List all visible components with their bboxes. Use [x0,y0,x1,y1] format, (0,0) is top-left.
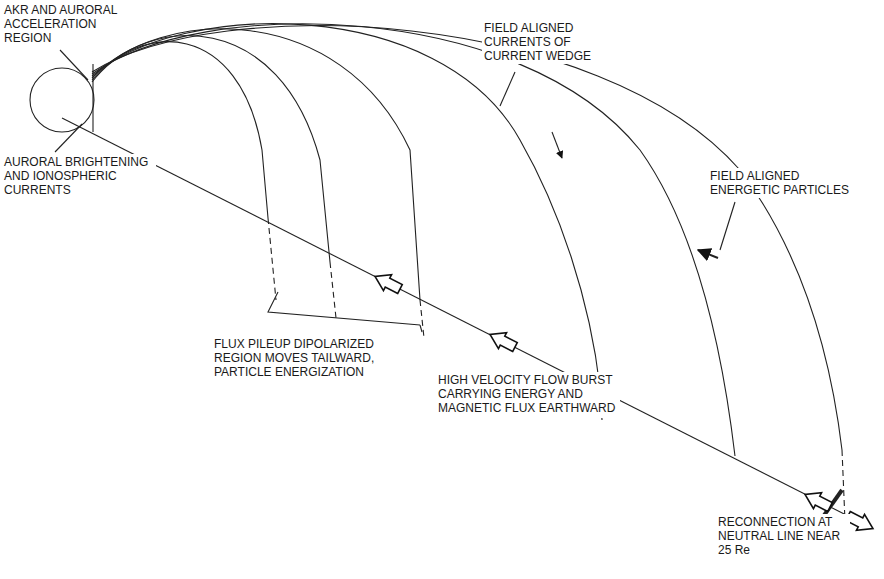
callout-label: HIGH VELOCITY FLOW BURST CARRYING ENERGY… [436,372,620,416]
callout-label: AKR AND AURORAL ACCELERATION REGION [2,2,134,46]
callout-label: FLUX PILEUP DIPOLARIZED REGION MOVES TAI… [212,336,388,380]
bracket-line [268,292,420,325]
dashed-field-lines [268,218,846,545]
current-arrow [552,132,562,158]
bracket-line [420,325,422,332]
callout-label: FIELD ALIGNED ENERGETIC PARTICLES [708,168,862,198]
leader-line [500,72,515,106]
leader-line [55,124,82,152]
callout-label: RECONNECTION AT NEUTRAL LINE NEAR 25 Re [716,514,850,558]
field-line [92,24,735,456]
leader-line [60,50,88,80]
particle-arrow [698,250,718,258]
callout-label: AURORAL BRIGHTENING AND IONOSPHERIC CURR… [2,154,156,198]
flow-arrows [371,268,877,536]
field-line [92,26,842,450]
callout-label: FIELD ALIGNED CURRENTS OF CURRENT WEDGE [482,20,598,64]
field-line [92,24,600,388]
earth-circle [30,68,94,132]
field-line [92,36,330,262]
leader-line [720,202,735,250]
